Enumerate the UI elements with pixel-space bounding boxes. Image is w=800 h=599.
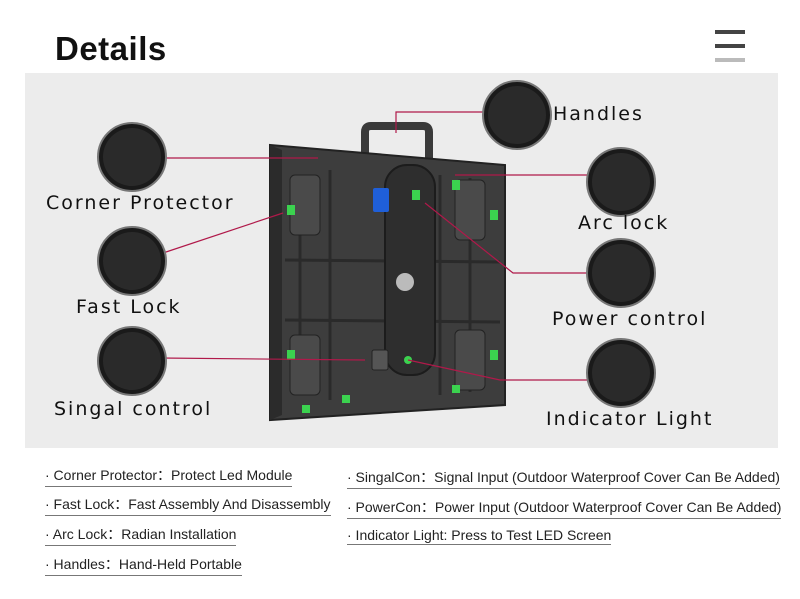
callout-handles: Handles (553, 103, 644, 125)
callout-indicator-light: Indicator Light (546, 408, 714, 430)
feature-item: · Arc Lock：Radian Installation (45, 524, 237, 546)
signal-control-detail-circle (97, 326, 167, 396)
power-control-detail-circle (586, 238, 656, 308)
arc-lock-detail-circle (586, 147, 656, 217)
callout-signal-control: Singal control (54, 398, 213, 420)
callout-corner-protector: Corner Protector (46, 192, 235, 214)
page-title: Details (55, 30, 167, 67)
callout-arc-lock: Arc lock (578, 212, 670, 234)
handle-shape (361, 122, 433, 165)
feature-item: · Fast Lock：Fast Assembly And Disassembl… (45, 494, 331, 516)
feature-item: · PowerCon：Power Input (Outdoor Waterpro… (347, 497, 782, 519)
handles-detail-circle (482, 80, 552, 150)
power-connector (373, 188, 389, 212)
feature-item: · Corner Protector：Protect Led Module (45, 465, 293, 487)
feature-item: · Handles：Hand-Held Portable (45, 554, 242, 576)
feature-item: · SingalCon：Signal Input (Outdoor Waterp… (347, 467, 780, 489)
feature-item: · Indicator Light: Press to Test LED Scr… (347, 527, 612, 545)
callout-power-control: Power control (552, 308, 708, 330)
callout-fast-lock: Fast Lock (76, 296, 182, 318)
hamburger-icon[interactable] (715, 30, 745, 66)
indicator-light-detail-circle (586, 338, 656, 408)
fast-lock-detail-circle (97, 226, 167, 296)
corner-protector-detail-circle (97, 122, 167, 192)
